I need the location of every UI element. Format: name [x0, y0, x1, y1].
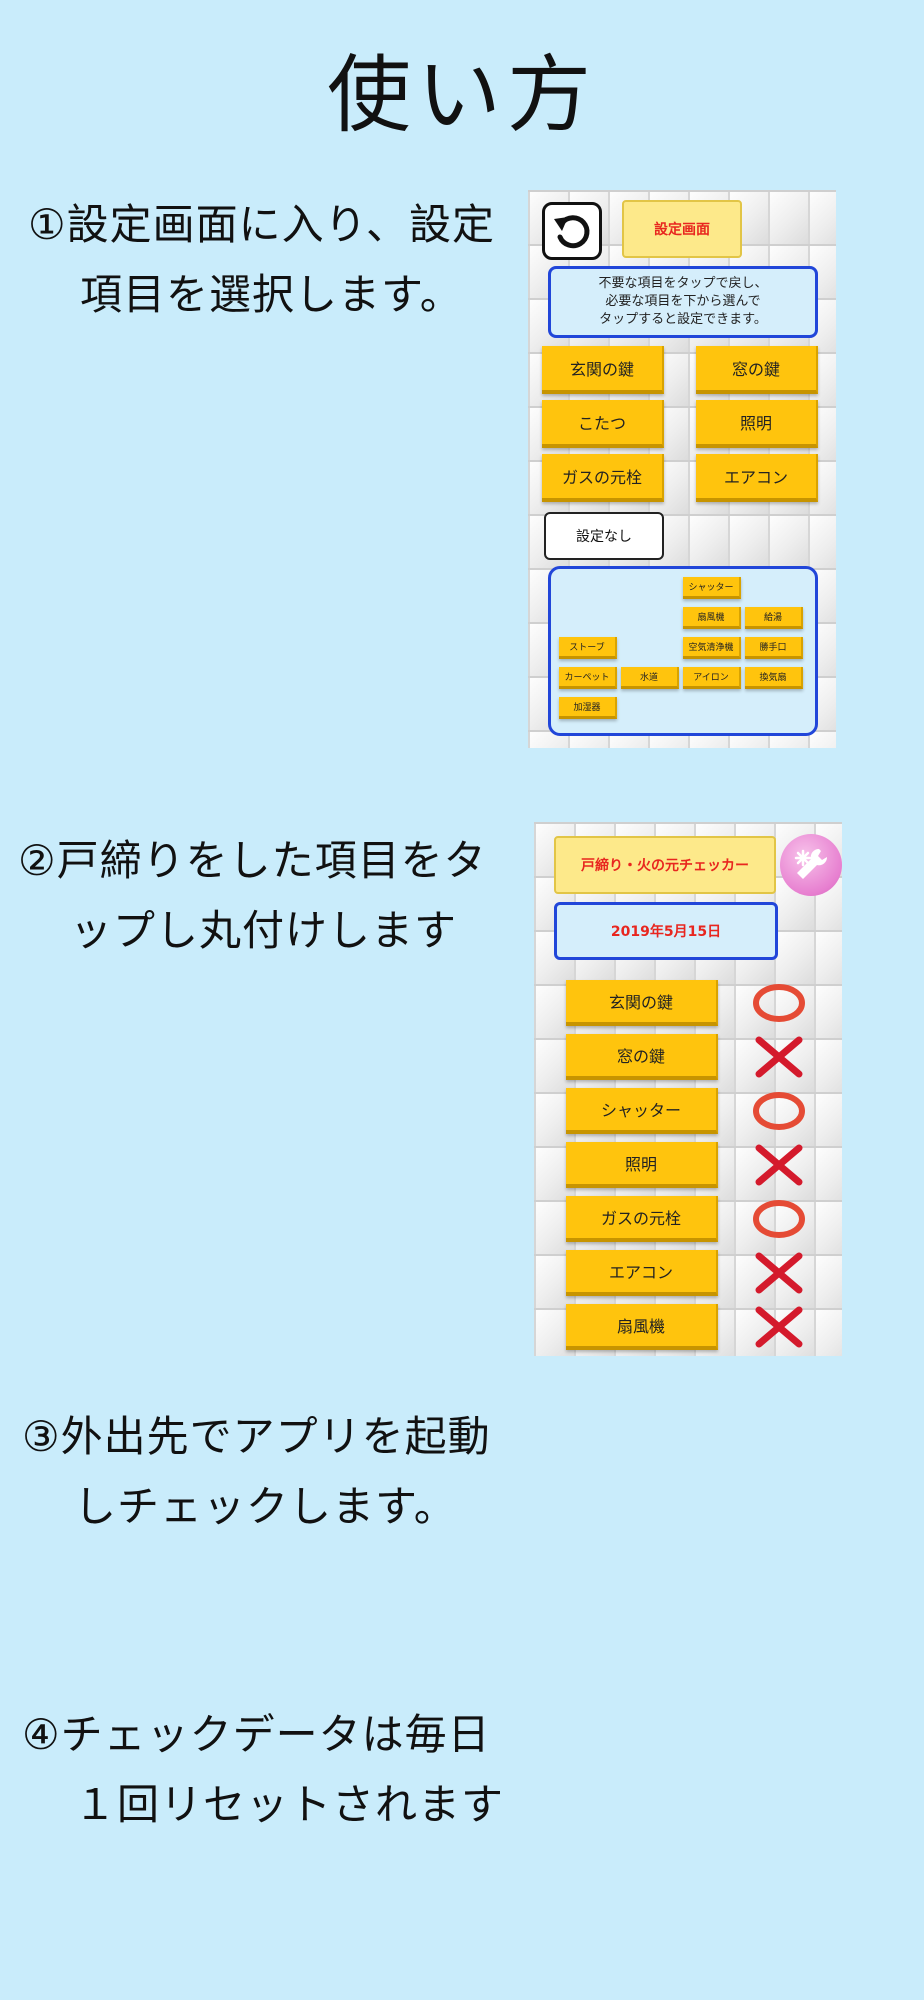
checker-screen-screenshot: 戸締り・火の元チェッカー 2019年5月15日 玄関の鍵 窓の鍵 シャッター: [534, 822, 842, 1356]
selected-item-button[interactable]: 照明: [696, 400, 818, 448]
settings-screen-screenshot: 設定画面 不要な項目をタップで戻し、 必要な項目を下から選んで タップすると設定…: [528, 190, 836, 748]
selected-item-button[interactable]: こたつ: [542, 400, 664, 448]
cross-mark-icon[interactable]: [752, 1036, 806, 1078]
step-3-line1: ③外出先でアプリを起動: [22, 1412, 491, 1461]
settings-title: 設定画面: [622, 200, 742, 258]
available-item-button[interactable]: 扇風機: [683, 607, 741, 629]
instruction-line-2: 必要な項目を下から選んで: [605, 294, 761, 309]
available-items-panel: シャッター 扇風機 給湯 ストーブ 空気清浄機 勝手口 カーペット 水道 アイロ…: [548, 566, 818, 736]
available-item-button[interactable]: 換気扇: [745, 667, 803, 689]
step-3: ③外出先でアプリを起動 しチェックします。: [22, 1402, 491, 1542]
step-4: ④チェックデータは毎日 １回リセットされます: [22, 1700, 504, 1840]
settings-instruction: 不要な項目をタップで戻し、 必要な項目を下から選んで タップすると設定できます。: [548, 266, 818, 338]
back-button[interactable]: [542, 202, 602, 260]
check-item-button[interactable]: 扇風機: [566, 1304, 718, 1350]
current-date: 2019年5月15日: [554, 902, 778, 960]
checker-title: 戸締り・火の元チェッカー: [554, 836, 776, 894]
back-icon: [554, 215, 590, 249]
page-title: 使い方: [326, 46, 597, 144]
available-item-button[interactable]: 加湿器: [559, 697, 617, 719]
step-3-line2: しチェックします。: [74, 1482, 457, 1531]
available-item-button[interactable]: 給湯: [745, 607, 803, 629]
cross-mark-icon[interactable]: [752, 1252, 806, 1294]
instruction-line-3: タップすると設定できます。: [599, 312, 767, 327]
check-item-button[interactable]: 照明: [566, 1142, 718, 1188]
circle-mark-icon[interactable]: [752, 1198, 806, 1240]
selected-item-button[interactable]: 玄関の鍵: [542, 346, 664, 394]
circle-mark-icon[interactable]: [752, 982, 806, 1024]
instruction-line-1: 不要な項目をタップで戻し、: [598, 276, 768, 291]
step-4-line2: １回リセットされます: [74, 1780, 505, 1829]
check-item-button[interactable]: ガスの元栓: [566, 1196, 718, 1242]
step-2-line1: ②戸締りをした項目をタ: [18, 836, 487, 885]
settings-button[interactable]: [780, 834, 842, 896]
available-item-button[interactable]: ストーブ: [559, 637, 617, 659]
available-item-button[interactable]: 空気清浄機: [683, 637, 741, 659]
step-1: ①設定画面に入り、設定 項目を選択します。: [28, 190, 495, 330]
check-item-button[interactable]: 窓の鍵: [566, 1034, 718, 1080]
cross-mark-icon[interactable]: [752, 1306, 806, 1348]
available-item-button[interactable]: 水道: [621, 667, 679, 689]
available-item-button[interactable]: 勝手口: [745, 637, 803, 659]
circle-mark-icon[interactable]: [752, 1090, 806, 1132]
step-4-line1: ④チェックデータは毎日: [22, 1710, 491, 1759]
check-item-button[interactable]: エアコン: [566, 1250, 718, 1296]
selected-item-button[interactable]: 窓の鍵: [696, 346, 818, 394]
check-item-button[interactable]: シャッター: [566, 1088, 718, 1134]
wrench-icon: [794, 848, 828, 879]
available-item-button[interactable]: シャッター: [683, 577, 741, 599]
step-1-line1: ①設定画面に入り、設定: [28, 200, 495, 249]
selected-item-button[interactable]: エアコン: [696, 454, 818, 502]
step-1-line2: 項目を選択します。: [80, 270, 463, 319]
no-setting-button[interactable]: 設定なし: [544, 512, 664, 560]
cross-mark-icon[interactable]: [752, 1144, 806, 1186]
step-2-line2: ップし丸付けします: [70, 906, 458, 955]
available-item-button[interactable]: カーペット: [559, 667, 617, 689]
available-item-button[interactable]: アイロン: [683, 667, 741, 689]
step-2: ②戸締りをした項目をタ ップし丸付けします: [18, 826, 487, 966]
check-item-button[interactable]: 玄関の鍵: [566, 980, 718, 1026]
selected-item-button[interactable]: ガスの元栓: [542, 454, 664, 502]
